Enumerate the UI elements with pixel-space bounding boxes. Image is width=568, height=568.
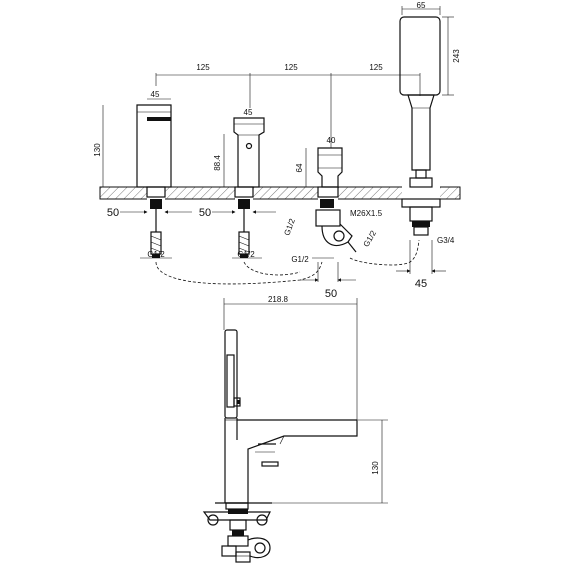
diverter-thread-down-label: G1/2 [291,255,309,264]
depth-label: 218.8 [268,295,289,304]
diverter-width-label: 40 [327,136,336,145]
diverter-hole-label: 50 [325,288,337,300]
side-handshower [224,329,241,503]
spout-thread-label: G1/2 [147,250,165,259]
diverter-nut-label: M26X1.5 [350,209,383,218]
handshower-width-label: 65 [417,1,426,10]
diverter-height-label: 64 [295,163,304,172]
height-dimension: 130 [225,419,388,504]
valve-hole-dimension: 50 [199,207,276,219]
handshower-hole-dimension: 45 [396,240,446,290]
hand-shower: 65 243 G3/4 [399,1,461,245]
diverter: 40 64 G1/2 G1/2 G1/2 M26X1.5 [282,136,382,264]
spacing-label-2: 125 [284,63,298,72]
diverter-thread-left-label: G1/2 [282,217,297,237]
handshower-height-label: 243 [452,49,461,63]
diverter-thread-right-label: G1/2 [362,229,379,249]
connection-hoses [155,239,420,285]
height-label: 130 [371,461,380,475]
spout-height-label: 130 [93,143,102,157]
diverter-hole-dimension: 50 [300,262,356,300]
valve-hole-label: 50 [199,207,211,219]
top-view: 125 125 125 45 130 [93,1,461,300]
spacing-label-1: 125 [196,63,210,72]
mixer-valve: 45 88.4 G1/2 [213,108,265,259]
spout-hole-dimension: 50 [107,207,192,219]
side-view: 218.8 130 [202,295,388,563]
bath-spout: 45 130 G1/2 [93,90,172,259]
handshower-thread-label: G3/4 [437,236,455,245]
handshower-hole-label: 45 [415,278,427,290]
spacing-dimensions: 125 125 125 [155,63,421,148]
spout-hole-label: 50 [107,207,119,219]
spout-width-label: 45 [151,90,160,99]
valve-height-label: 88.4 [213,155,222,171]
side-base-fittings [202,502,272,563]
depth-dimension: 218.8 [223,295,358,420]
side-spout [225,419,358,504]
deck-section [99,186,461,200]
spacing-label-3: 125 [369,63,383,72]
valve-width-label: 45 [244,108,253,117]
valve-thread-label: G1/2 [237,250,255,259]
